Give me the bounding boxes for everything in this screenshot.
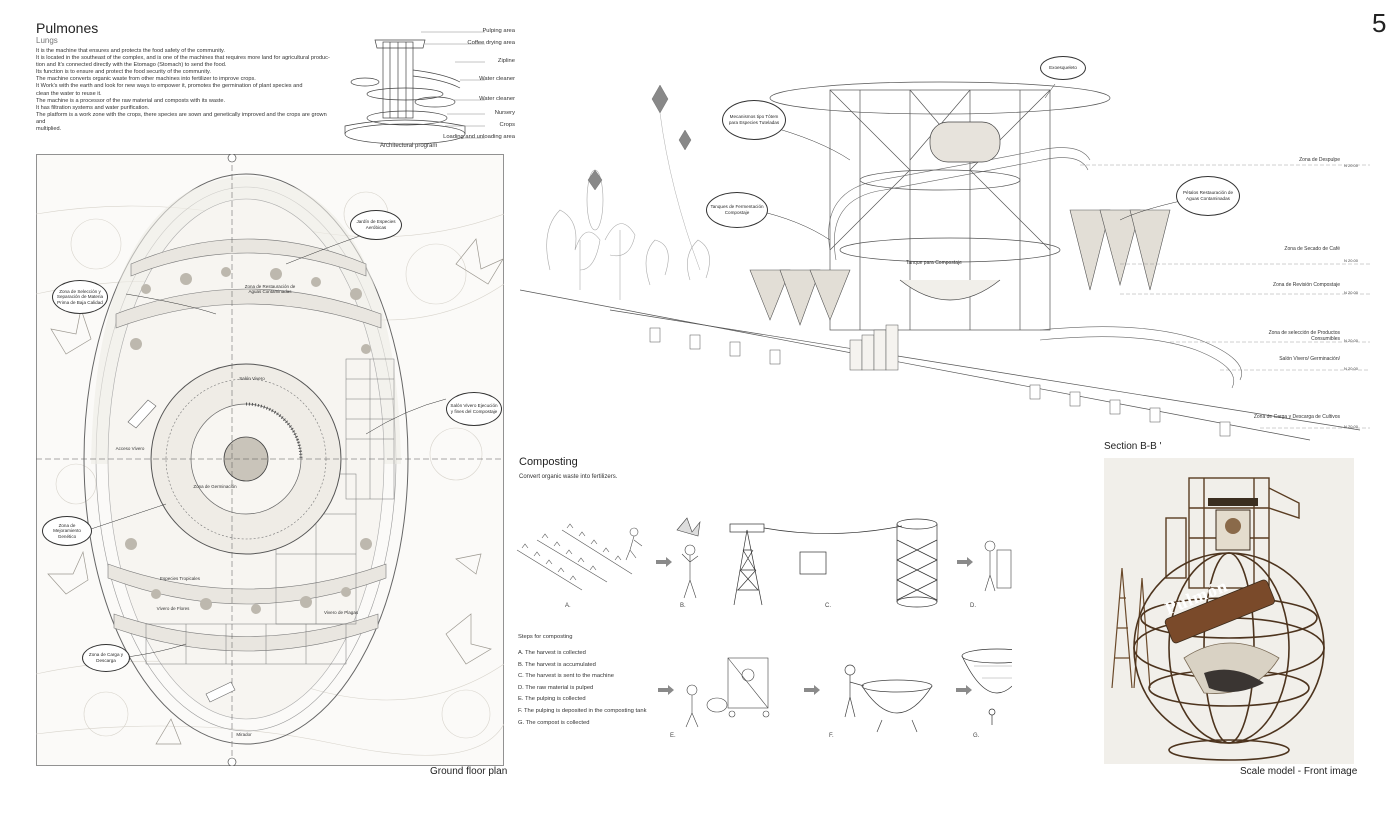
plan-cloud-nursery-hall: Salón Vivero Ejecución y fines del Compo… <box>446 392 502 426</box>
description-line: The machine is a processor of the raw ma… <box>36 97 226 104</box>
program-label: Coffee drying area <box>467 40 515 46</box>
ground-floor-plan <box>36 154 504 766</box>
plan-label: Acceso Vivero <box>115 446 145 451</box>
section-cloud-totem: Mecanismos tipo Tótem para Especies Tute… <box>722 100 786 140</box>
description-line: multiplied. <box>36 126 62 133</box>
program-label: Crops <box>499 122 515 128</box>
composting-step-letter: D. <box>970 603 976 609</box>
program-label: Zipline <box>497 58 515 64</box>
program-label: Pulping area <box>482 28 515 34</box>
composting-step-letter: G. <box>973 733 980 739</box>
program-label: Water cleaner <box>479 96 515 102</box>
description-line: The platform is a work zone with the cro… <box>36 111 327 125</box>
description-line: It has filtration systems and water puri… <box>36 104 150 111</box>
plan-cloud-aerobic-garden: Jardín de Especies Aeróbicas <box>350 210 402 240</box>
section-zone-level: N 20.00 <box>1344 366 1359 371</box>
plan-cloud-selection-zone: Zona de Selección y Separación de Materi… <box>52 280 108 314</box>
plan-label: Zona de Germinación <box>193 484 237 489</box>
scale-model-illustration <box>1104 458 1354 764</box>
plan-label: Vivero de Flores <box>156 606 190 611</box>
plan-label: Salón Vivero <box>239 376 265 381</box>
composting-step: E. The pulping is collected <box>518 696 586 703</box>
composting-step: B. The harvest is accumulated <box>518 661 596 668</box>
plan-label: Zona de Restauración de Aguas Contaminad… <box>244 284 296 294</box>
section-zone-label: Zona de Secado de Café <box>1284 246 1340 252</box>
plan-label: Vivero de Plagas <box>324 610 358 615</box>
description-line: It is the machine that ensures and prote… <box>36 48 225 54</box>
section-label-compost-tank: Tanque para Compostaje <box>906 260 962 266</box>
section-drawing <box>520 81 1370 441</box>
composting-step-letter: E. <box>670 733 676 739</box>
composting-step: D. The raw material is pulped <box>518 684 594 691</box>
plan-caption: Ground floor plan <box>430 766 508 777</box>
composting-step: A. The harvest is collected <box>518 650 586 656</box>
description-line: clean the water to reuse it. <box>36 90 102 97</box>
program-label: Loading and unloading area <box>443 134 515 140</box>
composting-step-letter: A. <box>565 603 571 609</box>
section-cloud-petals: Pétalos Restauración de Aguas Contaminad… <box>1176 176 1240 216</box>
page-number: 5 <box>1372 8 1387 38</box>
composting-step: G. The compost is collected <box>518 719 590 726</box>
composting-step-letter: F. <box>829 733 834 739</box>
section-zone-level: N 20.00 <box>1344 163 1359 168</box>
composting-title: Composting <box>519 456 578 468</box>
composting-illustrations <box>516 517 1012 733</box>
plan-label: Mirador <box>236 732 252 737</box>
page-subtitle: Lungs <box>36 36 58 45</box>
section-zone-label: Zona de Despulpe <box>1299 157 1340 163</box>
section-zone-label: Zona de Revisión Compostaje <box>1273 282 1340 288</box>
section-zone-level: N 20.00 <box>1344 338 1359 343</box>
program-diagram <box>344 31 485 145</box>
composting-steps-title: Steps for composting <box>518 634 573 640</box>
plan-cloud-loading-zone: Zona de Carga y Descarga <box>82 644 130 672</box>
composting-step: F. The pulping is deposited in the compo… <box>518 707 647 714</box>
page-title: Pulmones <box>36 20 99 36</box>
section-zone-level: N 20.00 <box>1344 424 1359 429</box>
composting-step: C. The harvest is sent to the machine <box>518 673 614 680</box>
section-zone-label: Zona de Carga y Descarga de Cultivos <box>1253 414 1340 420</box>
model-caption: Scale model - Front image <box>1240 766 1358 777</box>
program-label: Water cleaner <box>479 76 515 82</box>
section-zone-level: N 20.00 <box>1344 290 1359 295</box>
composting-step-letter: C. <box>825 603 831 609</box>
section-zone-level: N 20.00 <box>1344 258 1359 263</box>
section-cloud-fermentation-tanks: Tanques de Fermentación Compostaje <box>706 192 768 228</box>
description-line: tion and It's connected directly with th… <box>36 62 227 69</box>
description-line: The machine converts organic waste from … <box>36 76 256 83</box>
scale-model-photo <box>1104 458 1354 764</box>
section-zone-label: Salón Vivero/ Germinación/ <box>1279 356 1340 362</box>
section-zone-label: Zona de selección de Productos Consumibl… <box>1268 330 1340 342</box>
description-line: It is located in the southeast of the co… <box>36 55 330 62</box>
section-cloud-exoskeleton: Exoesqueleto <box>1040 56 1086 80</box>
composting-subtitle: Convert organic waste into fertilizers. <box>519 474 618 480</box>
description-line: Its function is to ensure and protect th… <box>36 69 211 76</box>
composting-steps-list: A. The harvest is collected B. The harve… <box>518 648 646 729</box>
plan-label: Especies Tropicales <box>159 576 201 581</box>
description-line: It Work's with the earth and look for ne… <box>36 83 303 90</box>
description-text: It is the machine that ensures and prote… <box>36 48 336 133</box>
plan-cloud-genetic-zone: Zona de Mejoramiento Genético <box>42 516 92 546</box>
section-caption: Section B-B ' <box>1104 441 1162 452</box>
composting-step-letter: B. <box>680 603 686 609</box>
program-caption: Architectural program <box>380 143 438 149</box>
program-label: Nursery <box>494 110 515 116</box>
